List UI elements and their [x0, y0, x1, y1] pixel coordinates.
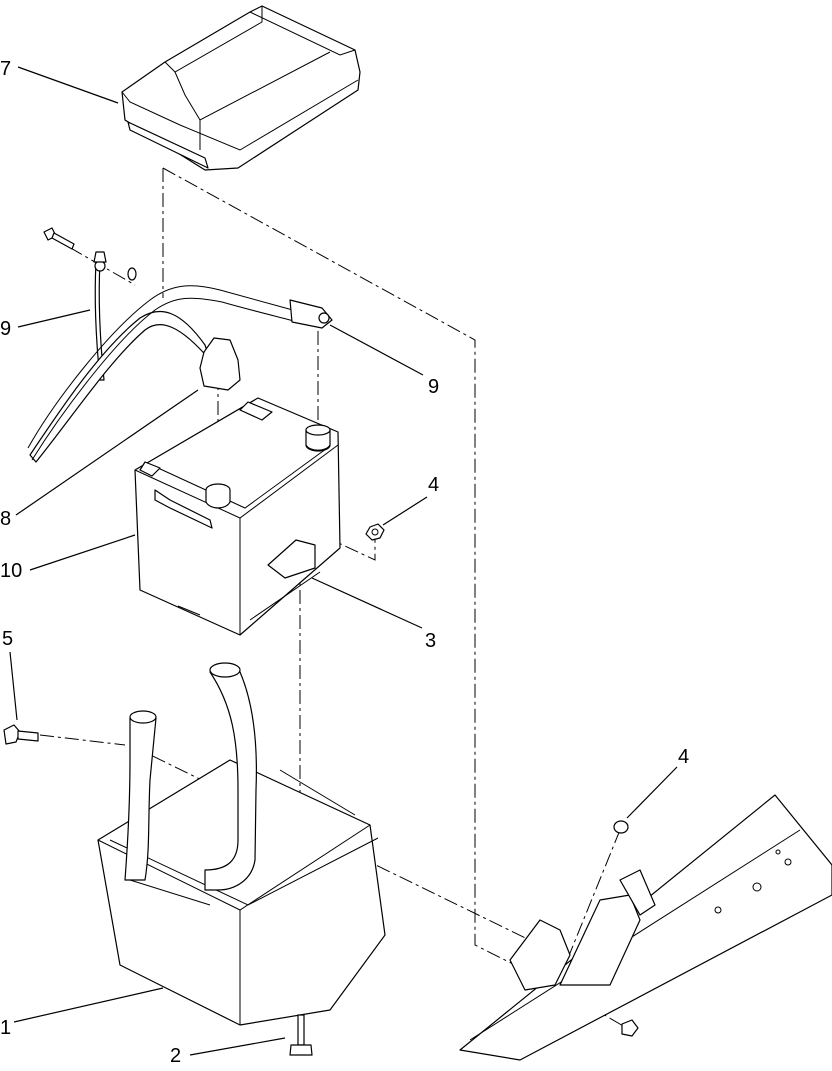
callout-10: 10: [0, 560, 22, 582]
negative-cable-part: [93, 251, 107, 381]
positive-cable-part: [27, 285, 333, 463]
bolt-part: [3, 724, 39, 745]
callout-8: 8: [0, 508, 11, 530]
screw-part: [289, 1014, 313, 1056]
leader-7: [17, 66, 119, 104]
callout-3: 3: [425, 630, 436, 652]
callout-4-upper: 4: [428, 474, 439, 496]
callout-9-left: 9: [0, 318, 11, 340]
battery-part: [134, 397, 341, 636]
callout-7: 7: [0, 58, 11, 80]
battery-cover-part: [121, 5, 361, 171]
callout-9-right: 9: [428, 376, 439, 398]
callout-leaders: [9, 66, 678, 1056]
callout-2: 2: [170, 1045, 181, 1067]
leader-10: [29, 534, 136, 571]
leader-4-lower: [626, 766, 678, 819]
leader-2: [189, 1037, 286, 1056]
callout-labels: 7 9 9 4 8 10 3 5 4 1 2: [0, 58, 689, 1067]
leader-9-right: [329, 324, 424, 376]
callout-1: 1: [0, 1017, 11, 1039]
callout-4-lower: 4: [678, 746, 689, 768]
nut-part-upper: [365, 523, 385, 541]
leader-4-upper: [382, 496, 428, 526]
leader-3: [311, 577, 423, 629]
leader-8: [15, 389, 199, 516]
terminal-bolt-part: [43, 227, 137, 281]
leader-5: [9, 651, 18, 721]
leader-1: [13, 987, 164, 1023]
callout-5: 5: [2, 628, 13, 650]
leader-9-left: [17, 309, 91, 328]
battery-tray-part: [97, 662, 386, 1026]
frame-rail-part: [459, 794, 832, 1061]
